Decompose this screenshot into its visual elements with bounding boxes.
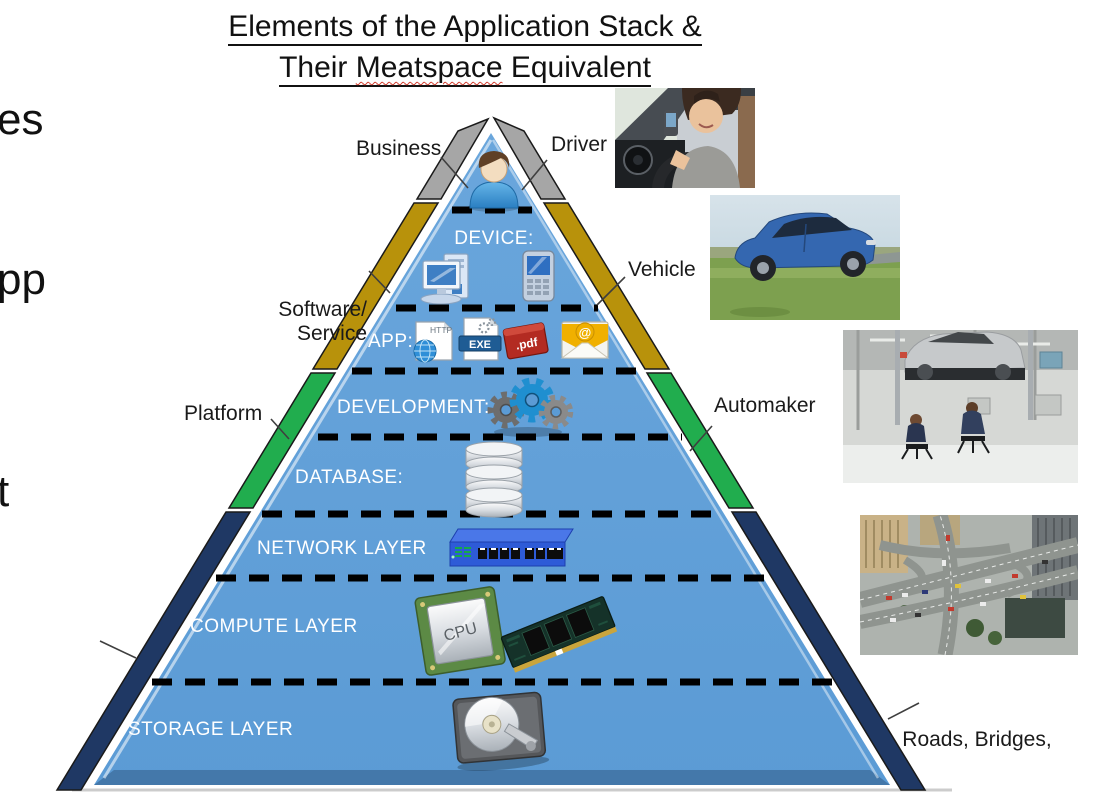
cpu-icon: CPU [414, 586, 506, 676]
roads-photo [860, 515, 1078, 655]
edge-software-left [311, 202, 440, 370]
hard-drive-icon [452, 691, 550, 771]
edge-business-left [415, 117, 490, 200]
callout-driver: Driver [551, 133, 607, 156]
edge-platform-left [227, 372, 337, 509]
cropped-text-bottom: t [0, 467, 10, 516]
pdf-file-icon: .pdf [502, 322, 549, 360]
callout-software-service: Software/Service [278, 298, 367, 345]
pyramid-base-bevel [94, 770, 890, 785]
database-icon [465, 441, 523, 518]
layer-dividers [152, 206, 832, 686]
page-title: Elements of the Application Stack & Thei… [160, 6, 770, 88]
ram-icon [500, 596, 618, 673]
layer-label-storage: STORAGE LAYER [128, 719, 294, 740]
edge-infrastructure-left [55, 511, 252, 791]
network-switch-icon [449, 528, 574, 567]
automaker-connector-line [689, 425, 713, 452]
person-icon [468, 151, 520, 212]
gears-icon [487, 377, 574, 437]
connector-lines [99, 156, 920, 720]
pyramid-left-highlight [102, 139, 493, 779]
automaker-photo [843, 330, 1078, 483]
http-file-icon: HTTP [413, 321, 453, 363]
infrastructure-connector-line [99, 640, 137, 659]
pyramid-right-highlight [491, 139, 880, 779]
layer-label-device: DEVICE: [454, 228, 534, 249]
layer-label-compute: COMPUTE LAYER [190, 616, 358, 637]
callout-platform: Platform [184, 402, 263, 425]
edge-business-right [492, 116, 567, 200]
callout-vehicle: Vehicle [628, 258, 696, 281]
cropped-text-top: es [0, 95, 44, 144]
title-line2: Their Meatspace Equivalent [279, 51, 651, 87]
svg-text:EXE: EXE [469, 339, 491, 351]
mobile-phone-icon [522, 250, 555, 302]
layer-label-app: APP: [368, 331, 414, 352]
svg-text:.pdf: .pdf [515, 335, 540, 353]
edge-software-right [542, 202, 671, 370]
desktop-computer-icon [420, 253, 469, 305]
software-connector-line [368, 270, 391, 294]
driver-photo [615, 88, 755, 188]
title-line1: Elements of the Application Stack & [228, 10, 702, 46]
edge-infrastructure-right [730, 511, 927, 791]
vehicle-photo [710, 195, 900, 320]
layer-label-development: DEVELOPMENT: [337, 397, 490, 418]
business-connector-line [440, 156, 469, 189]
svg-text:@: @ [579, 325, 592, 340]
cropped-text-middle: pp [0, 255, 46, 304]
svg-text:HTTP: HTTP [430, 325, 453, 335]
callout-automaker: Automaker [714, 394, 816, 417]
roads-connector-line [887, 702, 920, 720]
title-misspelled-word: Meatspace [355, 51, 503, 84]
layer-label-database: DATABASE: [295, 467, 404, 488]
email-icon: @ [560, 321, 610, 359]
callout-business: Business [356, 137, 442, 160]
exe-file-icon: EXE [458, 317, 502, 361]
driver-connector-line [521, 159, 548, 191]
callout-roads: Roads, Bridges, Tunnels etc [902, 728, 1052, 751]
platform-connector-line [270, 418, 290, 440]
vehicle-connector-line [596, 276, 626, 306]
layer-label-network: NETWORK LAYER [257, 538, 427, 559]
